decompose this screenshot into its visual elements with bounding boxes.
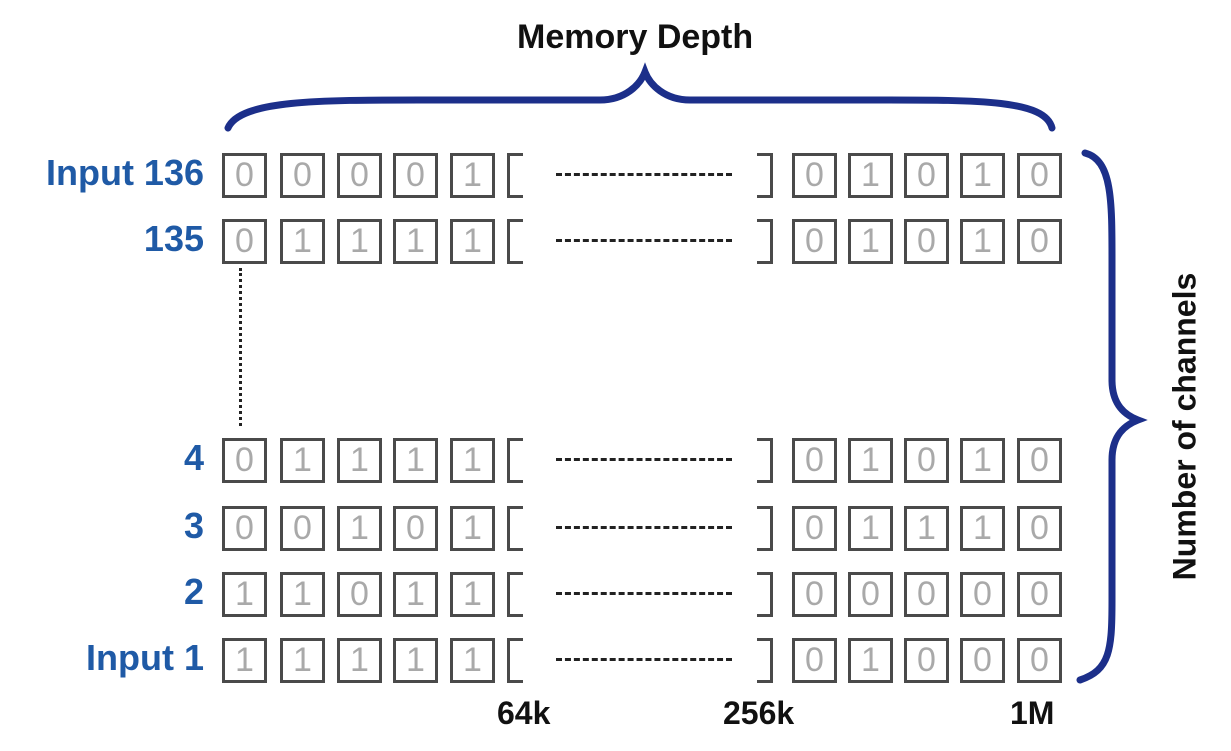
bit-cell: 1 xyxy=(280,438,325,483)
bit-cell: 1 xyxy=(280,638,325,683)
dashed-gap xyxy=(556,658,732,661)
bit-cell: 1 xyxy=(848,219,893,264)
bit-cell: 0 xyxy=(222,219,267,264)
bit-cell: 0 xyxy=(1017,506,1062,551)
bit-cell: 1 xyxy=(450,638,495,683)
bit-cell: 0 xyxy=(904,638,949,683)
close-bracket xyxy=(757,219,773,264)
bit-cell: 0 xyxy=(393,506,438,551)
bit-cell: 1 xyxy=(450,572,495,617)
bit-cell: 1 xyxy=(393,572,438,617)
bit-cell: 1 xyxy=(450,438,495,483)
channel-label: Input 1 xyxy=(86,637,204,678)
bit-cell: 0 xyxy=(393,153,438,198)
bit-cell: 1 xyxy=(280,219,325,264)
channel-label: Input 136 xyxy=(45,152,204,193)
close-bracket xyxy=(757,506,773,551)
bit-cell: 1 xyxy=(450,219,495,264)
close-bracket xyxy=(757,153,773,198)
bit-cell: 1 xyxy=(280,572,325,617)
bit-cell: 0 xyxy=(222,506,267,551)
memory-depth-brace xyxy=(224,62,1056,132)
bit-cell: 0 xyxy=(1017,219,1062,264)
open-bracket xyxy=(507,438,523,483)
channel-label: 3 xyxy=(183,505,204,546)
channels-brace xyxy=(1076,149,1148,684)
bit-cell: 1 xyxy=(848,438,893,483)
bit-cell: 0 xyxy=(904,438,949,483)
open-bracket xyxy=(507,153,523,198)
open-bracket xyxy=(507,638,523,683)
bit-cell: 1 xyxy=(393,638,438,683)
bit-cell: 1 xyxy=(393,438,438,483)
close-bracket xyxy=(757,438,773,483)
dashed-gap xyxy=(556,458,732,461)
bit-cell: 0 xyxy=(1017,572,1062,617)
bit-cell: 0 xyxy=(280,153,325,198)
dashed-gap xyxy=(556,592,732,595)
bit-cell: 1 xyxy=(222,638,267,683)
bit-cell: 0 xyxy=(337,572,382,617)
bit-cell: 1 xyxy=(222,572,267,617)
bit-cell: 0 xyxy=(848,572,893,617)
dashed-gap xyxy=(556,173,732,176)
bit-cell: 0 xyxy=(792,219,837,264)
bit-cell: 0 xyxy=(904,572,949,617)
channel-label: 135 xyxy=(143,218,204,259)
number-of-channels-title: Number of channels xyxy=(1166,272,1203,581)
bit-cell: 1 xyxy=(393,219,438,264)
bit-cell: 1 xyxy=(337,638,382,683)
close-bracket xyxy=(757,572,773,617)
dashed-gap xyxy=(556,526,732,529)
bit-cell: 0 xyxy=(792,638,837,683)
open-bracket xyxy=(507,219,523,264)
bit-cell: 0 xyxy=(792,438,837,483)
bit-cell: 1 xyxy=(960,506,1005,551)
channel-label: 2 xyxy=(183,571,204,612)
bit-cell: 0 xyxy=(222,153,267,198)
bit-cell: 1 xyxy=(337,219,382,264)
bit-cell: 0 xyxy=(792,153,837,198)
bit-cell: 1 xyxy=(450,153,495,198)
bit-cell: 1 xyxy=(337,438,382,483)
bit-cell: 0 xyxy=(960,638,1005,683)
bit-cell: 1 xyxy=(337,506,382,551)
dashed-gap xyxy=(556,239,732,242)
channel-label: 4 xyxy=(183,437,204,478)
bit-cell: 0 xyxy=(904,153,949,198)
bit-cell: 1 xyxy=(848,638,893,683)
bit-cell: 0 xyxy=(1017,638,1062,683)
tick-1m: 1M xyxy=(1010,695,1055,731)
bit-cell: 0 xyxy=(1017,153,1062,198)
bit-cell: 0 xyxy=(792,572,837,617)
bit-cell: 1 xyxy=(960,438,1005,483)
bit-cell: 0 xyxy=(904,219,949,264)
memory-depth-title: Memory Depth xyxy=(517,18,754,56)
bit-cell: 0 xyxy=(960,572,1005,617)
tick-256k: 256k xyxy=(723,695,795,731)
bit-cell: 1 xyxy=(848,153,893,198)
open-bracket xyxy=(507,572,523,617)
bit-cell: 0 xyxy=(337,153,382,198)
bit-cell: 0 xyxy=(1017,438,1062,483)
open-bracket xyxy=(507,506,523,551)
vertical-ellipsis xyxy=(239,268,242,426)
bit-cell: 0 xyxy=(280,506,325,551)
bit-cell: 1 xyxy=(960,219,1005,264)
bit-cell: 1 xyxy=(904,506,949,551)
bit-cell: 0 xyxy=(222,438,267,483)
bit-cell: 1 xyxy=(960,153,1005,198)
bit-cell: 1 xyxy=(450,506,495,551)
bit-cell: 0 xyxy=(792,506,837,551)
tick-64k: 64k xyxy=(497,695,551,731)
close-bracket xyxy=(757,638,773,683)
bit-cell: 1 xyxy=(848,506,893,551)
